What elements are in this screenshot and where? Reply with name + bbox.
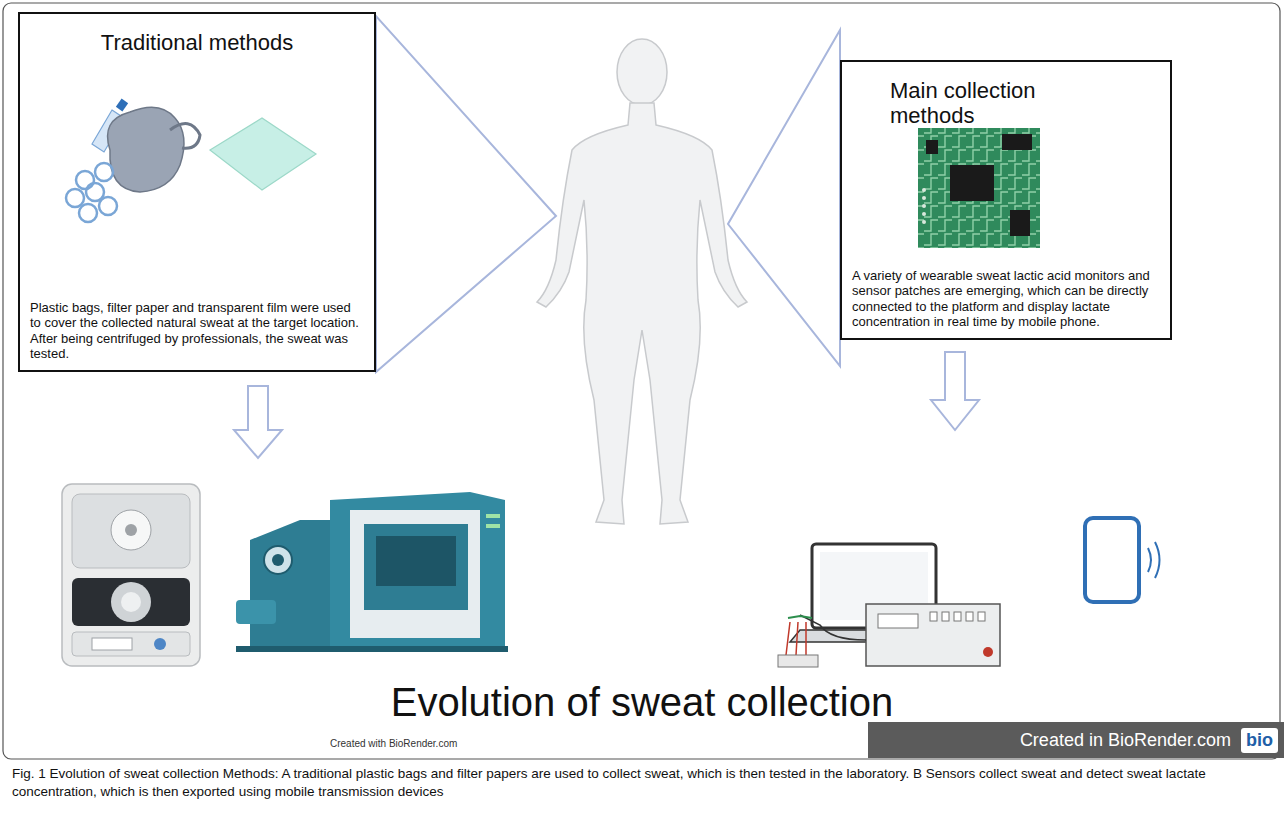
plastic-bag-icon: [108, 107, 201, 192]
box-body: A variety of wearable sweat lactic acid …: [852, 268, 1160, 330]
transparent-film-icon: [210, 118, 316, 190]
electrochemical-workstation-icon: [778, 604, 1000, 667]
down-arrow: [931, 352, 979, 430]
circuit-board-icon: [918, 128, 1040, 248]
credit-badge: Created in BioRender.com bio: [868, 722, 1284, 758]
mobile-phone-icon: [1085, 518, 1160, 602]
box-heading: Traditional methods: [30, 30, 364, 55]
method-box: Traditional methodsPlastic bags, filter …: [18, 12, 376, 372]
credit-text: Created in BioRender.com: [1020, 730, 1231, 751]
logo-text: bio: [1241, 728, 1278, 753]
figure-title: Evolution of sweat collection: [0, 680, 1284, 725]
down-arrow: [234, 386, 282, 458]
focus-triangle: [728, 30, 840, 366]
figure-caption: Fig. 1 Evolution of sweat collection Met…: [12, 765, 1272, 800]
box-heading: Main collection methods: [890, 78, 1120, 129]
centrifuge-icon: [62, 484, 200, 666]
box-body: Plastic bags, filter paper and transpare…: [30, 300, 364, 362]
attribution-label: Created with BioRender.com: [330, 738, 457, 749]
focus-triangle: [376, 16, 556, 372]
filter-paper-rings: [66, 163, 117, 222]
mass-spectrometer-icon: [236, 492, 508, 652]
figure-frame: [3, 3, 1280, 759]
human-figure: [537, 39, 747, 524]
method-box: Main collection methods A variety of wear…: [840, 60, 1172, 340]
